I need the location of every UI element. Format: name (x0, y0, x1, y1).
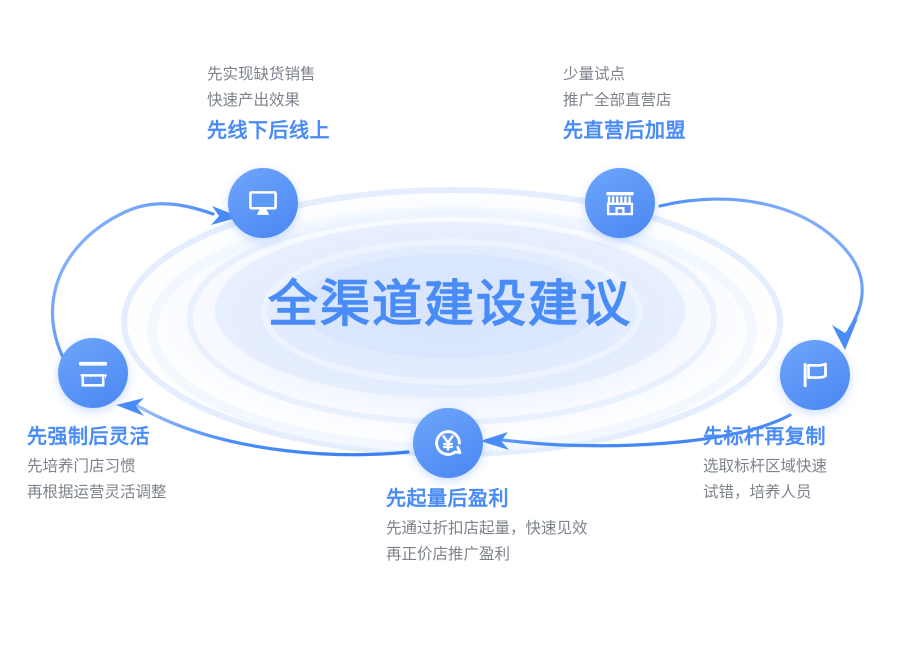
label-heading: 先线下后线上 (207, 120, 330, 142)
label-line: 选取标杆区域快速 (703, 458, 828, 475)
label-line: 再正价店推广盈利 (386, 546, 511, 563)
node-icon-flag[interactable] (780, 340, 850, 410)
node-icon-store[interactable] (58, 338, 128, 408)
monitor-icon (246, 186, 280, 220)
label-line: 先通过折扣店起量，快速见效 (386, 520, 588, 537)
label-block-store: 先强制后灵活 先培养门店习惯 再根据运营灵活调整 (27, 420, 167, 506)
label-line: 推广全部直营店 (563, 92, 672, 109)
label-heading: 先强制后灵活 (27, 426, 150, 448)
page-title: 全渠道建设建议 (268, 276, 632, 332)
label-heading: 先标杆再复制 (703, 426, 826, 448)
storefront-icon (603, 186, 637, 220)
label-block-direct: 少量试点 推广全部直营店 先直营后加盟 (563, 62, 686, 148)
label-line: 少量试点 (563, 66, 626, 83)
label-heading: 先直营后加盟 (563, 120, 686, 142)
label-line: 试错，培养人员 (703, 484, 812, 501)
label-line: 先实现缺货销售 (207, 66, 316, 83)
node-icon-direct[interactable] (585, 168, 655, 238)
label-heading: 先起量后盈利 (386, 488, 509, 510)
label-line: 再根据运营灵活调整 (27, 484, 167, 501)
node-icon-yuan[interactable] (413, 408, 483, 478)
node-icon-online[interactable] (228, 168, 298, 238)
label-line: 快速产出效果 (207, 92, 301, 109)
shop-awning-icon (75, 355, 111, 391)
flag-icon (798, 358, 832, 392)
label-line: 先培养门店习惯 (27, 458, 136, 475)
label-block-online: 先实现缺货销售 快速产出效果 先线下后线上 (207, 62, 330, 148)
label-block-flag: 先标杆再复制 选取标杆区域快速 试错，培养人员 (703, 420, 827, 506)
label-block-yuan: 先起量后盈利 先通过折扣店起量，快速见效 再正价店推广盈利 (386, 482, 588, 568)
yuan-currency-icon (430, 425, 466, 461)
